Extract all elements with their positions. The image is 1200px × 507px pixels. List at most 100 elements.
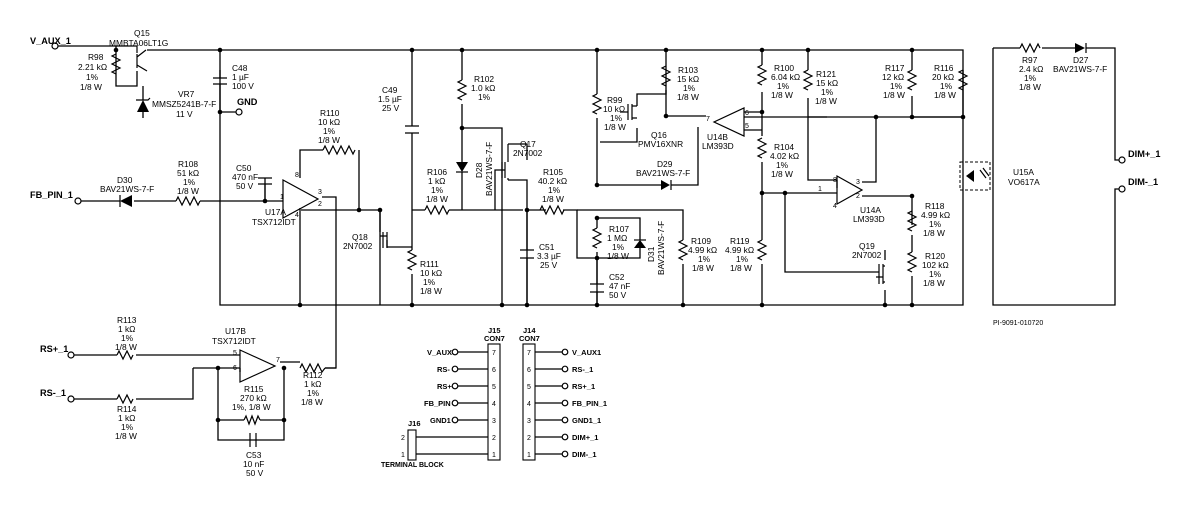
j14-label-rs-plus-1: RS+_1	[572, 382, 595, 391]
u14a-pin-3: 3	[856, 179, 860, 186]
j14-label-rs-minus-1: RS-_1	[572, 365, 593, 374]
u15a-value: VO617A	[1008, 177, 1040, 187]
c48-value: 1 µF	[232, 72, 249, 82]
r108-ref: R108	[178, 159, 198, 169]
r120-value: 102 kΩ	[922, 260, 949, 270]
j15-label-v-aux: V_AUX	[427, 348, 452, 357]
c53-ref: C53	[246, 450, 262, 460]
c49-value: 1.5 µF	[378, 94, 402, 104]
r120-ref: R120	[925, 251, 945, 261]
r102-ref: R102	[474, 74, 494, 84]
r99-tol: 1%	[610, 113, 623, 123]
r111-tol: 1%	[423, 277, 436, 287]
j14-pin-2: 2	[527, 435, 531, 442]
r112-value: 1 kΩ	[304, 379, 321, 389]
u17b-pin-5: 5	[233, 350, 237, 357]
r111-power: 1/8 W	[420, 286, 442, 296]
r120-tol: 1%	[929, 269, 942, 279]
c53-value: 10 nF	[243, 459, 264, 469]
r117-tol: 1%	[890, 81, 903, 91]
q19-ref: Q19	[859, 241, 875, 251]
r100-ref: R100	[774, 63, 794, 73]
u17a-pin-8: 8	[295, 172, 299, 179]
j14-label-v-aux1: V_AUX1	[572, 348, 601, 357]
u17a-pin-4: 4	[295, 212, 299, 219]
r121-value: 15 kΩ	[816, 78, 838, 88]
d31-ref: D31	[646, 246, 656, 262]
d28-ref: D28	[474, 162, 484, 178]
d31-value: BAV21WS-7-F	[656, 221, 666, 275]
resistors	[110, 42, 1041, 426]
r97-tol: 1%	[1024, 73, 1037, 83]
r116-tol: 1%	[940, 81, 953, 91]
r119-ref: R119	[730, 236, 750, 246]
diodes	[119, 43, 1087, 248]
r114-ref: R114	[117, 404, 137, 414]
c50-extra: 50 V	[236, 181, 254, 191]
r113-power: 1/8 W	[115, 342, 137, 352]
j14-pin-6: 6	[527, 367, 531, 374]
u17a-pin-1: 1	[280, 194, 284, 201]
net-label-dim-plus-1: DIM+_1	[1128, 149, 1160, 159]
u17a-pin-2: 2	[318, 201, 322, 208]
c48-ref: C48	[232, 63, 248, 73]
j15-ref: J15	[488, 326, 501, 335]
r117-ref: R117	[885, 63, 905, 73]
r98-ref: R98	[88, 52, 104, 62]
capacitors	[213, 77, 604, 447]
u14a-pin-4: 4	[833, 203, 837, 210]
net-label-dim-minus-1: DIM-_1	[1128, 177, 1158, 187]
q18-value: 2N7002	[343, 241, 373, 251]
r114-value: 1 kΩ	[118, 413, 135, 423]
r97-power: 1/8 W	[1019, 82, 1041, 92]
q17-ref: Q17	[520, 139, 536, 149]
c52-ref: C52	[609, 272, 625, 282]
u17a-value: TSX712IDT	[252, 217, 296, 227]
r109-tol: 1%	[698, 254, 711, 264]
r120-power: 1/8 W	[923, 278, 945, 288]
connectors	[407, 343, 569, 461]
vr7-ref: VR7	[178, 89, 195, 99]
r105-tol: 1%	[548, 185, 561, 195]
r100-value: 6.04 kΩ	[771, 72, 800, 82]
c52-value: 47 nF	[609, 281, 630, 291]
u14a-pin-1: 1	[818, 186, 822, 193]
r110-power: 1/8 W	[318, 135, 340, 145]
u15a-ref: U15A	[1013, 167, 1034, 177]
j15-pin-3: 3	[492, 418, 496, 425]
r118-value: 4.99 kΩ	[921, 210, 950, 220]
r112-tol: 1%	[307, 388, 320, 398]
r119-tol: 1%	[736, 254, 749, 264]
r110-ref: R110	[320, 108, 340, 118]
r114-power: 1/8 W	[115, 431, 137, 441]
j16-pin-2: 2	[401, 435, 405, 442]
r98-power: 1/8 W	[80, 82, 102, 92]
r105-ref: R105	[543, 167, 563, 177]
j15-pin-4: 4	[492, 401, 496, 408]
q18-ref: Q18	[352, 232, 368, 242]
r113-ref: R113	[117, 315, 137, 325]
terminals	[51, 42, 1126, 403]
r109-value: 4.99 kΩ	[688, 245, 717, 255]
j14-label-dim-plus-1: DIM+_1	[572, 433, 598, 442]
u17b-ref: U17B	[225, 326, 246, 336]
c50-value: 470 nF	[232, 172, 258, 182]
optocoupler-u15a	[959, 161, 991, 191]
j15-pin-7: 7	[492, 350, 496, 357]
c51-ref: C51	[539, 242, 555, 252]
c48-extra: 100 V	[232, 81, 254, 91]
u17a-ref: U17A	[265, 207, 286, 217]
r107-tol: 1%	[612, 242, 625, 252]
r113-tol: 1%	[121, 333, 134, 343]
d29-value: BAV21WS-7-F	[636, 168, 690, 178]
j14-pin-4: 4	[527, 401, 531, 408]
j14-label-dim-minus-1: DIM-_1	[572, 450, 597, 459]
r109-ref: R109	[691, 236, 711, 246]
r102-value: 1.0 kΩ	[471, 83, 495, 93]
r115-ref: R115	[244, 384, 264, 394]
r107-ref: R107	[609, 224, 629, 234]
r104-tol: 1%	[776, 160, 789, 170]
u17b-pin-7: 7	[276, 357, 280, 364]
u17b-pin-6: 6	[233, 365, 237, 372]
